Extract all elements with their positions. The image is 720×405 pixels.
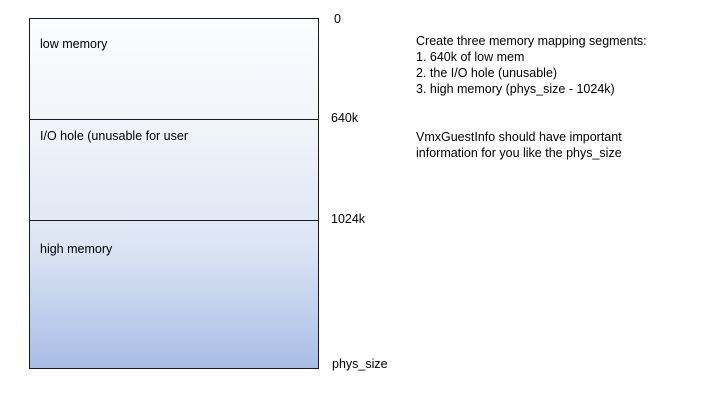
high-memory-segment: high memory	[30, 220, 318, 369]
io-hole-label: I/O hole (unusable for user	[40, 129, 188, 143]
high-memory-label: high memory	[40, 242, 113, 256]
tip-note: VmxGuestInfo should have important infor…	[416, 129, 622, 161]
address-start-label: 0	[334, 12, 341, 26]
instructions-heading: Create three memory mapping segments:	[416, 34, 647, 48]
instructions-note: Create three memory mapping segments: 1.…	[416, 33, 647, 97]
low-memory-segment: low memory	[30, 19, 318, 119]
low-memory-label: low memory	[40, 37, 108, 51]
tip-line: information for you like the phys_size	[416, 146, 622, 160]
instruction-item: 3. high memory (phys_size - 1024k)	[416, 82, 615, 96]
instruction-item: 1. 640k of low mem	[416, 50, 525, 64]
memory-map-diagram: low memory I/O hole (unusable for user h…	[29, 18, 319, 369]
address-phys-size-label: phys_size	[332, 357, 388, 371]
io-hole-segment: I/O hole (unusable for user	[30, 119, 318, 220]
tip-line: VmxGuestInfo should have important	[416, 130, 622, 144]
address-640k-label: 640k	[331, 111, 359, 125]
address-1024k-label: 1024k	[331, 212, 366, 226]
instruction-item: 2. the I/O hole (unusable)	[416, 66, 558, 80]
